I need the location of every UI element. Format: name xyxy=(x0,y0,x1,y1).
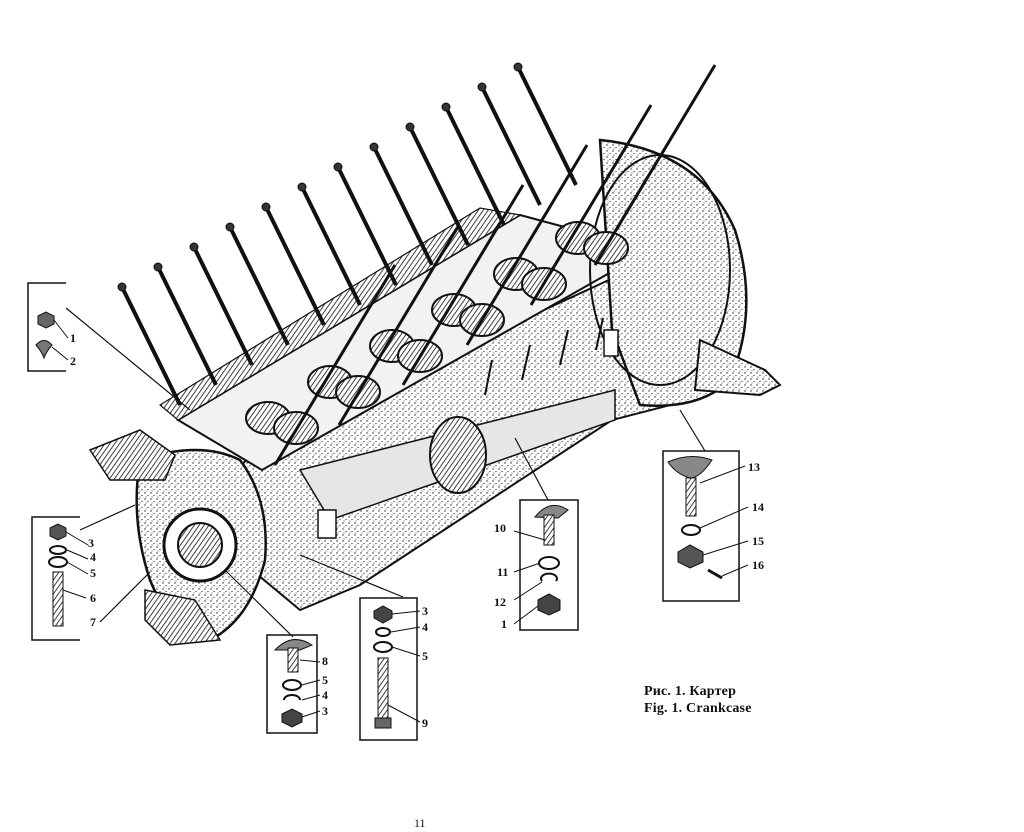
callout-c-8: 8 xyxy=(322,654,328,668)
stud-head-part xyxy=(273,639,314,651)
stud-nut xyxy=(189,242,199,252)
callout-c-4: 4 xyxy=(322,688,328,702)
washer-part xyxy=(48,556,68,568)
callout-a-2: 2 xyxy=(70,354,76,368)
callout-f-14: 14 xyxy=(752,500,764,514)
cotter-pin-part xyxy=(707,568,723,580)
anchor-stud xyxy=(593,64,717,266)
anchor-stud xyxy=(273,264,397,466)
washer-part xyxy=(49,545,67,555)
nut-part xyxy=(281,708,303,728)
stud-nut xyxy=(477,82,487,92)
callout-c-3: 3 xyxy=(322,704,328,718)
castle-nut-part xyxy=(677,544,704,569)
page-number: 11 xyxy=(414,816,426,830)
anchor-stud xyxy=(337,224,461,426)
stud-nut xyxy=(513,62,523,72)
stud-head-part xyxy=(667,456,713,479)
anchor-stud xyxy=(192,246,254,366)
callout-b-6: 6 xyxy=(90,591,96,605)
stud-nut xyxy=(153,262,163,272)
anchor-stud xyxy=(401,184,525,386)
stud-part xyxy=(543,514,555,546)
stud-part xyxy=(52,571,64,627)
callout-7: 7 xyxy=(90,615,96,629)
stud-head-part xyxy=(534,504,569,519)
lock-washer-part xyxy=(283,694,301,701)
anchor-stud xyxy=(300,186,362,306)
nut-part xyxy=(373,605,393,624)
nut-part xyxy=(537,593,561,616)
anchor-stud xyxy=(120,286,182,406)
callout-c-5: 5 xyxy=(322,673,328,687)
nut-part xyxy=(49,523,67,541)
stud-nut xyxy=(297,182,307,192)
callout-e-11: 11 xyxy=(497,565,508,579)
stud-nut xyxy=(117,282,127,292)
lock-washer-part xyxy=(540,572,558,582)
bolt-part xyxy=(685,477,697,517)
callout-f-16: 16 xyxy=(752,558,764,572)
figure-caption: Рис. 1. Картер Fig. 1. Crankcase xyxy=(644,683,752,717)
anchor-stud xyxy=(516,66,578,186)
callout-d-9: 9 xyxy=(422,716,428,730)
stud-nut xyxy=(441,102,451,112)
callout-f-15: 15 xyxy=(752,534,764,548)
washer-part xyxy=(681,524,701,536)
leader-lines xyxy=(65,307,706,638)
caption-english: Fig. 1. Crankcase xyxy=(644,701,752,716)
callout-b-3: 3 xyxy=(88,536,94,550)
anchor-stud xyxy=(156,266,218,386)
wing-nut-part xyxy=(35,340,53,360)
detail-box-a: 1 2 xyxy=(27,282,76,372)
stud-nut xyxy=(333,162,343,172)
detail-box-f: 13 14 15 16 xyxy=(662,450,764,602)
callout-d-3: 3 xyxy=(422,604,428,618)
anchor-stud xyxy=(372,146,434,266)
washer-part xyxy=(538,556,560,570)
anchor-stud xyxy=(336,166,398,286)
callout-d-5: 5 xyxy=(422,649,428,663)
stud-part xyxy=(287,647,299,673)
detail-box-d: 3 4 5 9 xyxy=(359,597,428,741)
callout-e-10: 10 xyxy=(494,521,506,535)
crankcase-body xyxy=(88,138,782,646)
callout-e-1: 1 xyxy=(501,617,507,631)
callout-f-13: 13 xyxy=(748,460,760,474)
stud-nut xyxy=(261,202,271,212)
long-stud-part xyxy=(377,657,389,719)
anchor-stud xyxy=(228,226,290,346)
anchor-stud xyxy=(465,144,589,346)
detail-box-b: 3 4 5 6 7 xyxy=(31,516,96,641)
anchor-stud xyxy=(444,106,506,226)
callout-b-4: 4 xyxy=(90,550,96,564)
anchor-studs xyxy=(117,62,717,466)
washer-part xyxy=(375,627,391,637)
anchor-stud xyxy=(480,86,542,206)
washer-part xyxy=(282,679,302,691)
callout-e-12: 12 xyxy=(494,595,506,609)
callout-a-1: 1 xyxy=(70,331,76,345)
anchor-stud xyxy=(264,206,326,326)
stud-nut xyxy=(225,222,235,232)
detail-box-e: 10 11 12 1 xyxy=(494,499,579,631)
washer-part xyxy=(373,641,393,653)
stud-nut xyxy=(405,122,415,132)
nut-part xyxy=(37,311,55,329)
callout-d-4: 4 xyxy=(422,620,428,634)
anchor-stud xyxy=(529,104,653,306)
stud-nut xyxy=(369,142,379,152)
detail-box-c: 8 5 4 3 xyxy=(266,634,328,734)
callout-b-5: 5 xyxy=(90,566,96,580)
caption-russian: Рис. 1. Картер xyxy=(644,684,737,699)
